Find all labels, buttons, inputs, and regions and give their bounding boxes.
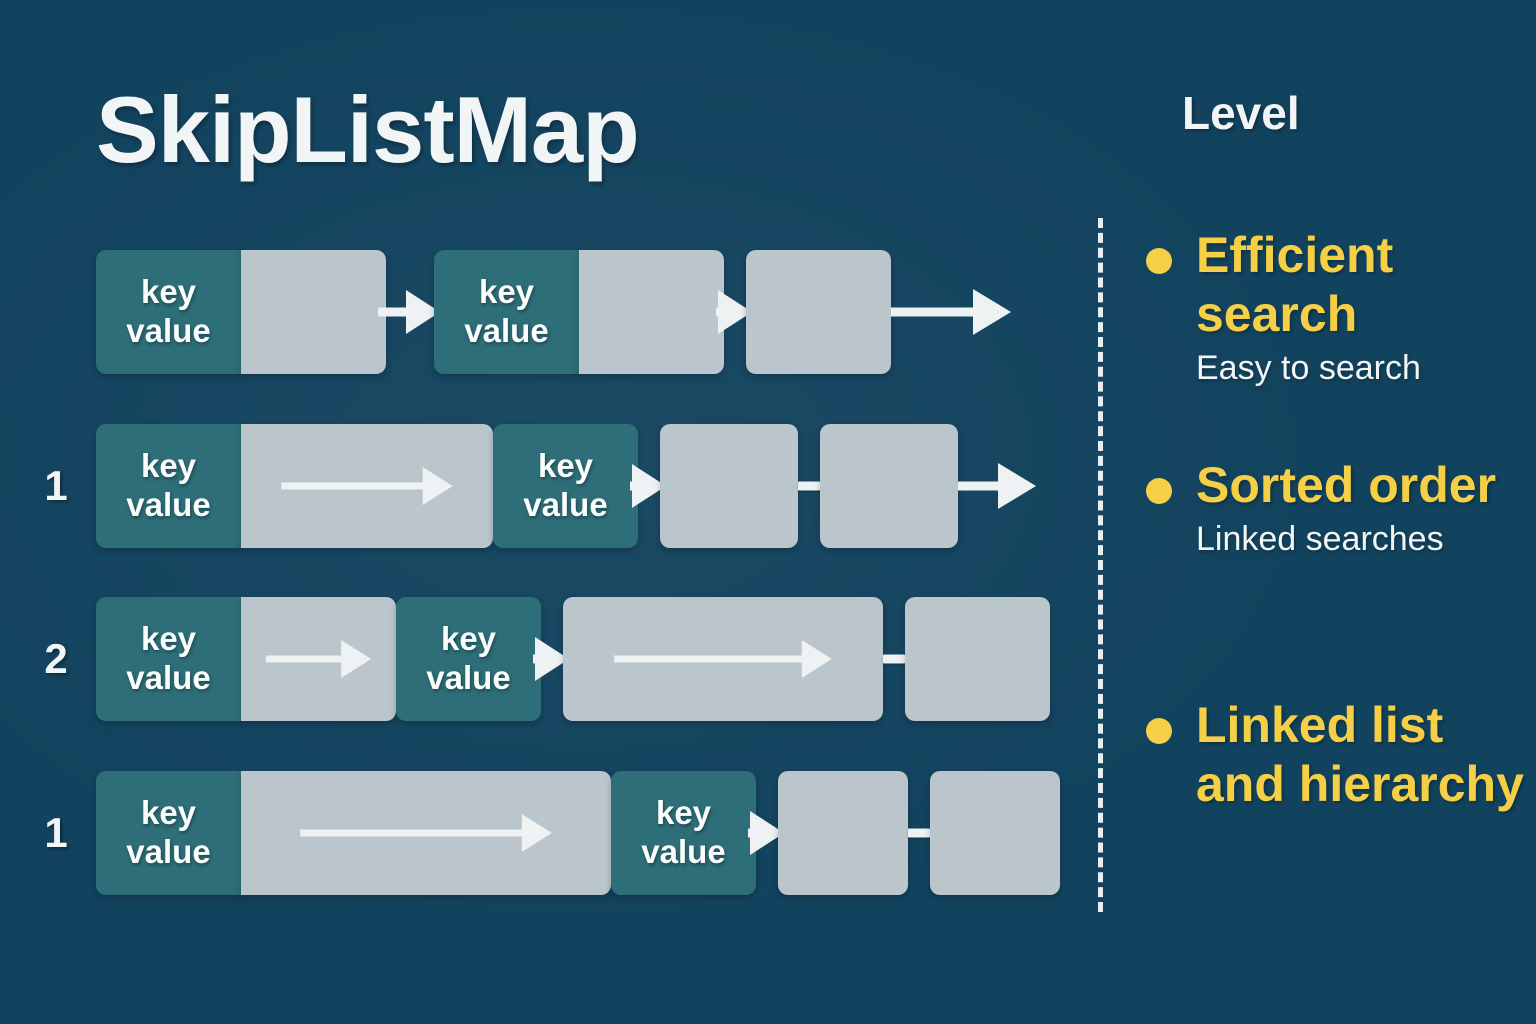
- kv-node-key: key: [140, 620, 197, 658]
- link-connector: [798, 481, 820, 491]
- kv-node-key: key: [440, 620, 497, 658]
- kv-node-value: value: [126, 833, 211, 870]
- kv-node-key: key: [537, 447, 594, 485]
- vertical-dashed-divider: [1098, 218, 1103, 912]
- pointer-node[interactable]: [241, 250, 386, 374]
- forward-arrow-icon: [265, 640, 372, 678]
- panel-heading: Level: [1182, 87, 1300, 139]
- link-connector: [883, 654, 905, 664]
- link-connector: [908, 828, 930, 838]
- kv-node-key: key: [140, 273, 197, 311]
- link-arrow-icon: [378, 290, 440, 334]
- feature-subtitle: Linked searches: [1196, 520, 1444, 558]
- empty-node[interactable]: [746, 250, 891, 374]
- level-label: 1: [44, 462, 68, 509]
- forward-arrow-icon: [614, 640, 832, 678]
- kv-node-key: key: [140, 794, 197, 832]
- level-label: 2: [44, 635, 68, 682]
- level-label: 1: [44, 809, 68, 856]
- kv-node-key: key: [478, 273, 535, 311]
- kv-node-value: value: [523, 486, 608, 523]
- empty-node[interactable]: [905, 597, 1050, 721]
- bullet-dot-icon: [1146, 478, 1172, 504]
- kv-node-value: value: [126, 486, 211, 523]
- empty-node[interactable]: [820, 424, 958, 548]
- forward-arrow-icon: [300, 814, 552, 852]
- tail-arrow-icon: [958, 463, 1036, 509]
- pointer-node[interactable]: [241, 771, 611, 895]
- kv-node-value: value: [426, 659, 511, 696]
- bullet-dot-icon: [1146, 248, 1172, 274]
- empty-node[interactable]: [660, 424, 798, 548]
- pointer-node[interactable]: [579, 250, 724, 374]
- empty-node[interactable]: [930, 771, 1060, 895]
- feature-title: Linked list and hierarchy: [1196, 697, 1524, 812]
- feature-bullet: Linked list and hierarchy: [1140, 696, 1536, 814]
- tail-arrow-icon: [891, 289, 1011, 335]
- forward-arrow-icon: [281, 467, 453, 505]
- bullet-dot-icon: [1146, 718, 1172, 744]
- empty-node[interactable]: [563, 597, 883, 721]
- kv-node-value: value: [126, 659, 211, 696]
- feature-title: Efficient search: [1196, 227, 1394, 342]
- kv-node-key: key: [655, 794, 712, 832]
- kv-node-key: key: [140, 447, 197, 485]
- empty-node[interactable]: [778, 771, 908, 895]
- pointer-node[interactable]: [241, 424, 493, 548]
- feature-subtitle: Easy to search: [1196, 349, 1421, 387]
- kv-node-value: value: [641, 833, 726, 870]
- kv-node-value: value: [464, 312, 549, 349]
- pointer-node[interactable]: [241, 597, 396, 721]
- kv-node-value: value: [126, 312, 211, 349]
- feature-title: Sorted order: [1196, 457, 1497, 513]
- page-title: SkipListMap: [96, 77, 640, 182]
